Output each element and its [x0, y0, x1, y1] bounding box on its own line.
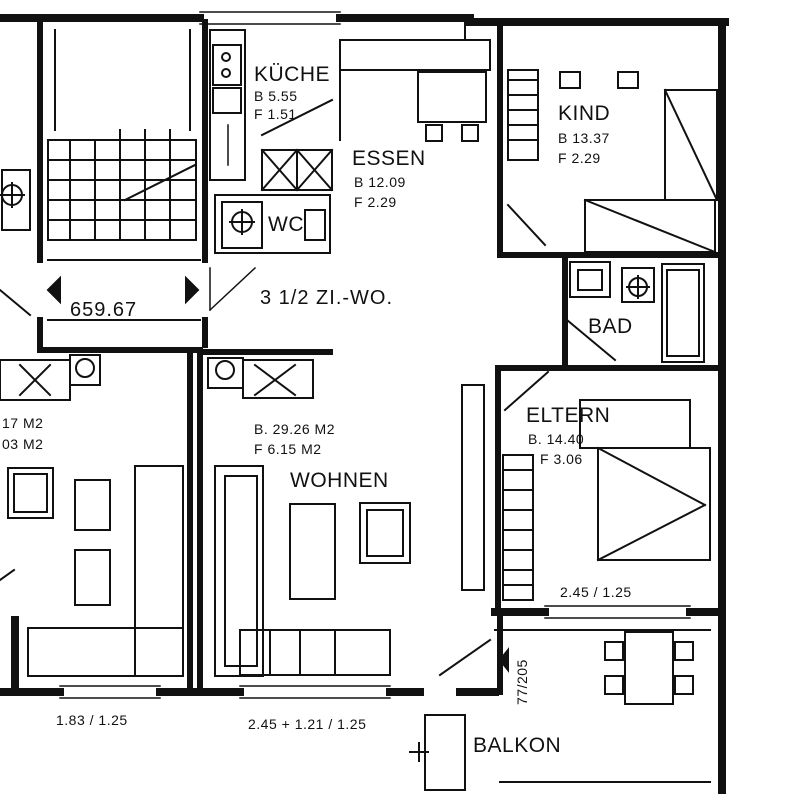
neighbour-left: [0, 169, 184, 677]
doors: [208, 124, 257, 312]
kitchen-wc: [209, 29, 334, 254]
kind-room: [506, 69, 719, 254]
dining: [339, 17, 491, 142]
balcony: [409, 629, 711, 791]
windows: [59, 11, 691, 699]
eltern-room: [502, 370, 711, 601]
living-room: [207, 357, 492, 677]
walls-interior: [37, 19, 725, 695]
stairwell: [46, 29, 201, 321]
bathroom: [565, 261, 705, 363]
